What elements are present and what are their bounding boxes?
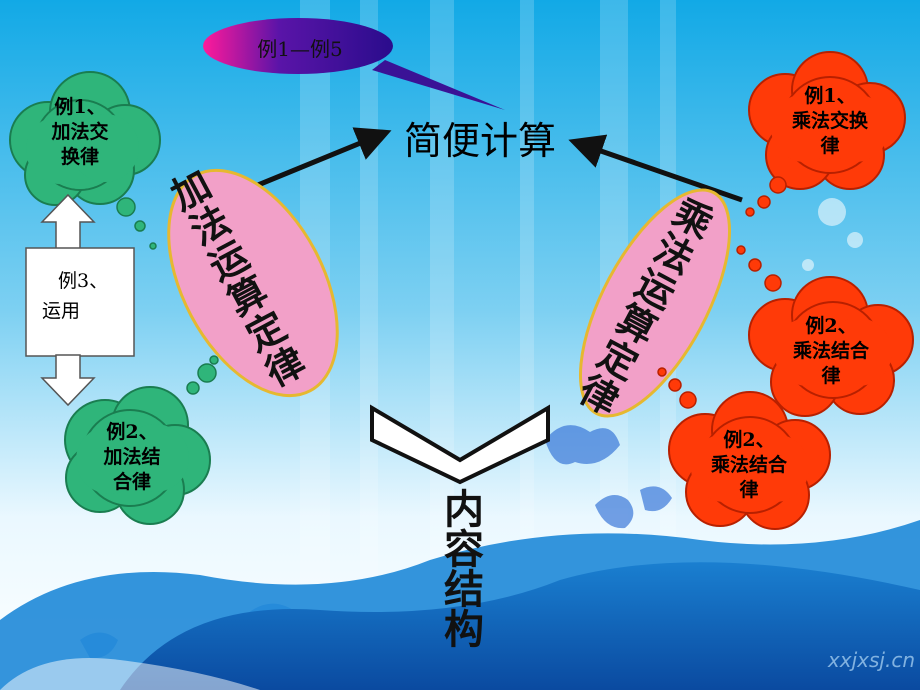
green-cloud-top-text: 例1、 加法交 换律 (51, 96, 109, 168)
left-ellipse (167, 168, 339, 398)
right-arrow (568, 134, 743, 203)
speech-bubble (203, 18, 505, 110)
red-cloud-top-text: 例1、 乘法交换 律 (791, 85, 868, 157)
green-dots (116, 197, 219, 395)
content-structure-text: 内容结构 (437, 488, 483, 648)
red-cloud-middle-text: 例2、 乘法结合 律 (792, 315, 869, 387)
left-arrow (257, 127, 392, 188)
green-cloud-bottom-text: 例2、 加法结 合律 (103, 421, 161, 493)
chevron-down-icon (370, 404, 550, 485)
page-title: 简便计算 (403, 119, 556, 163)
red-dots (657, 176, 787, 409)
speech-bubble-text: 例1—例5 (257, 37, 343, 61)
red-cloud-bottom-text: 例2、 乘法结合 律 (710, 429, 787, 501)
double-arrow-box (25, 193, 135, 407)
arrow-box-text: 例3、 运用 (42, 270, 109, 322)
right-ellipse (578, 188, 732, 418)
watermark: xxjxsj.cn (827, 648, 915, 672)
